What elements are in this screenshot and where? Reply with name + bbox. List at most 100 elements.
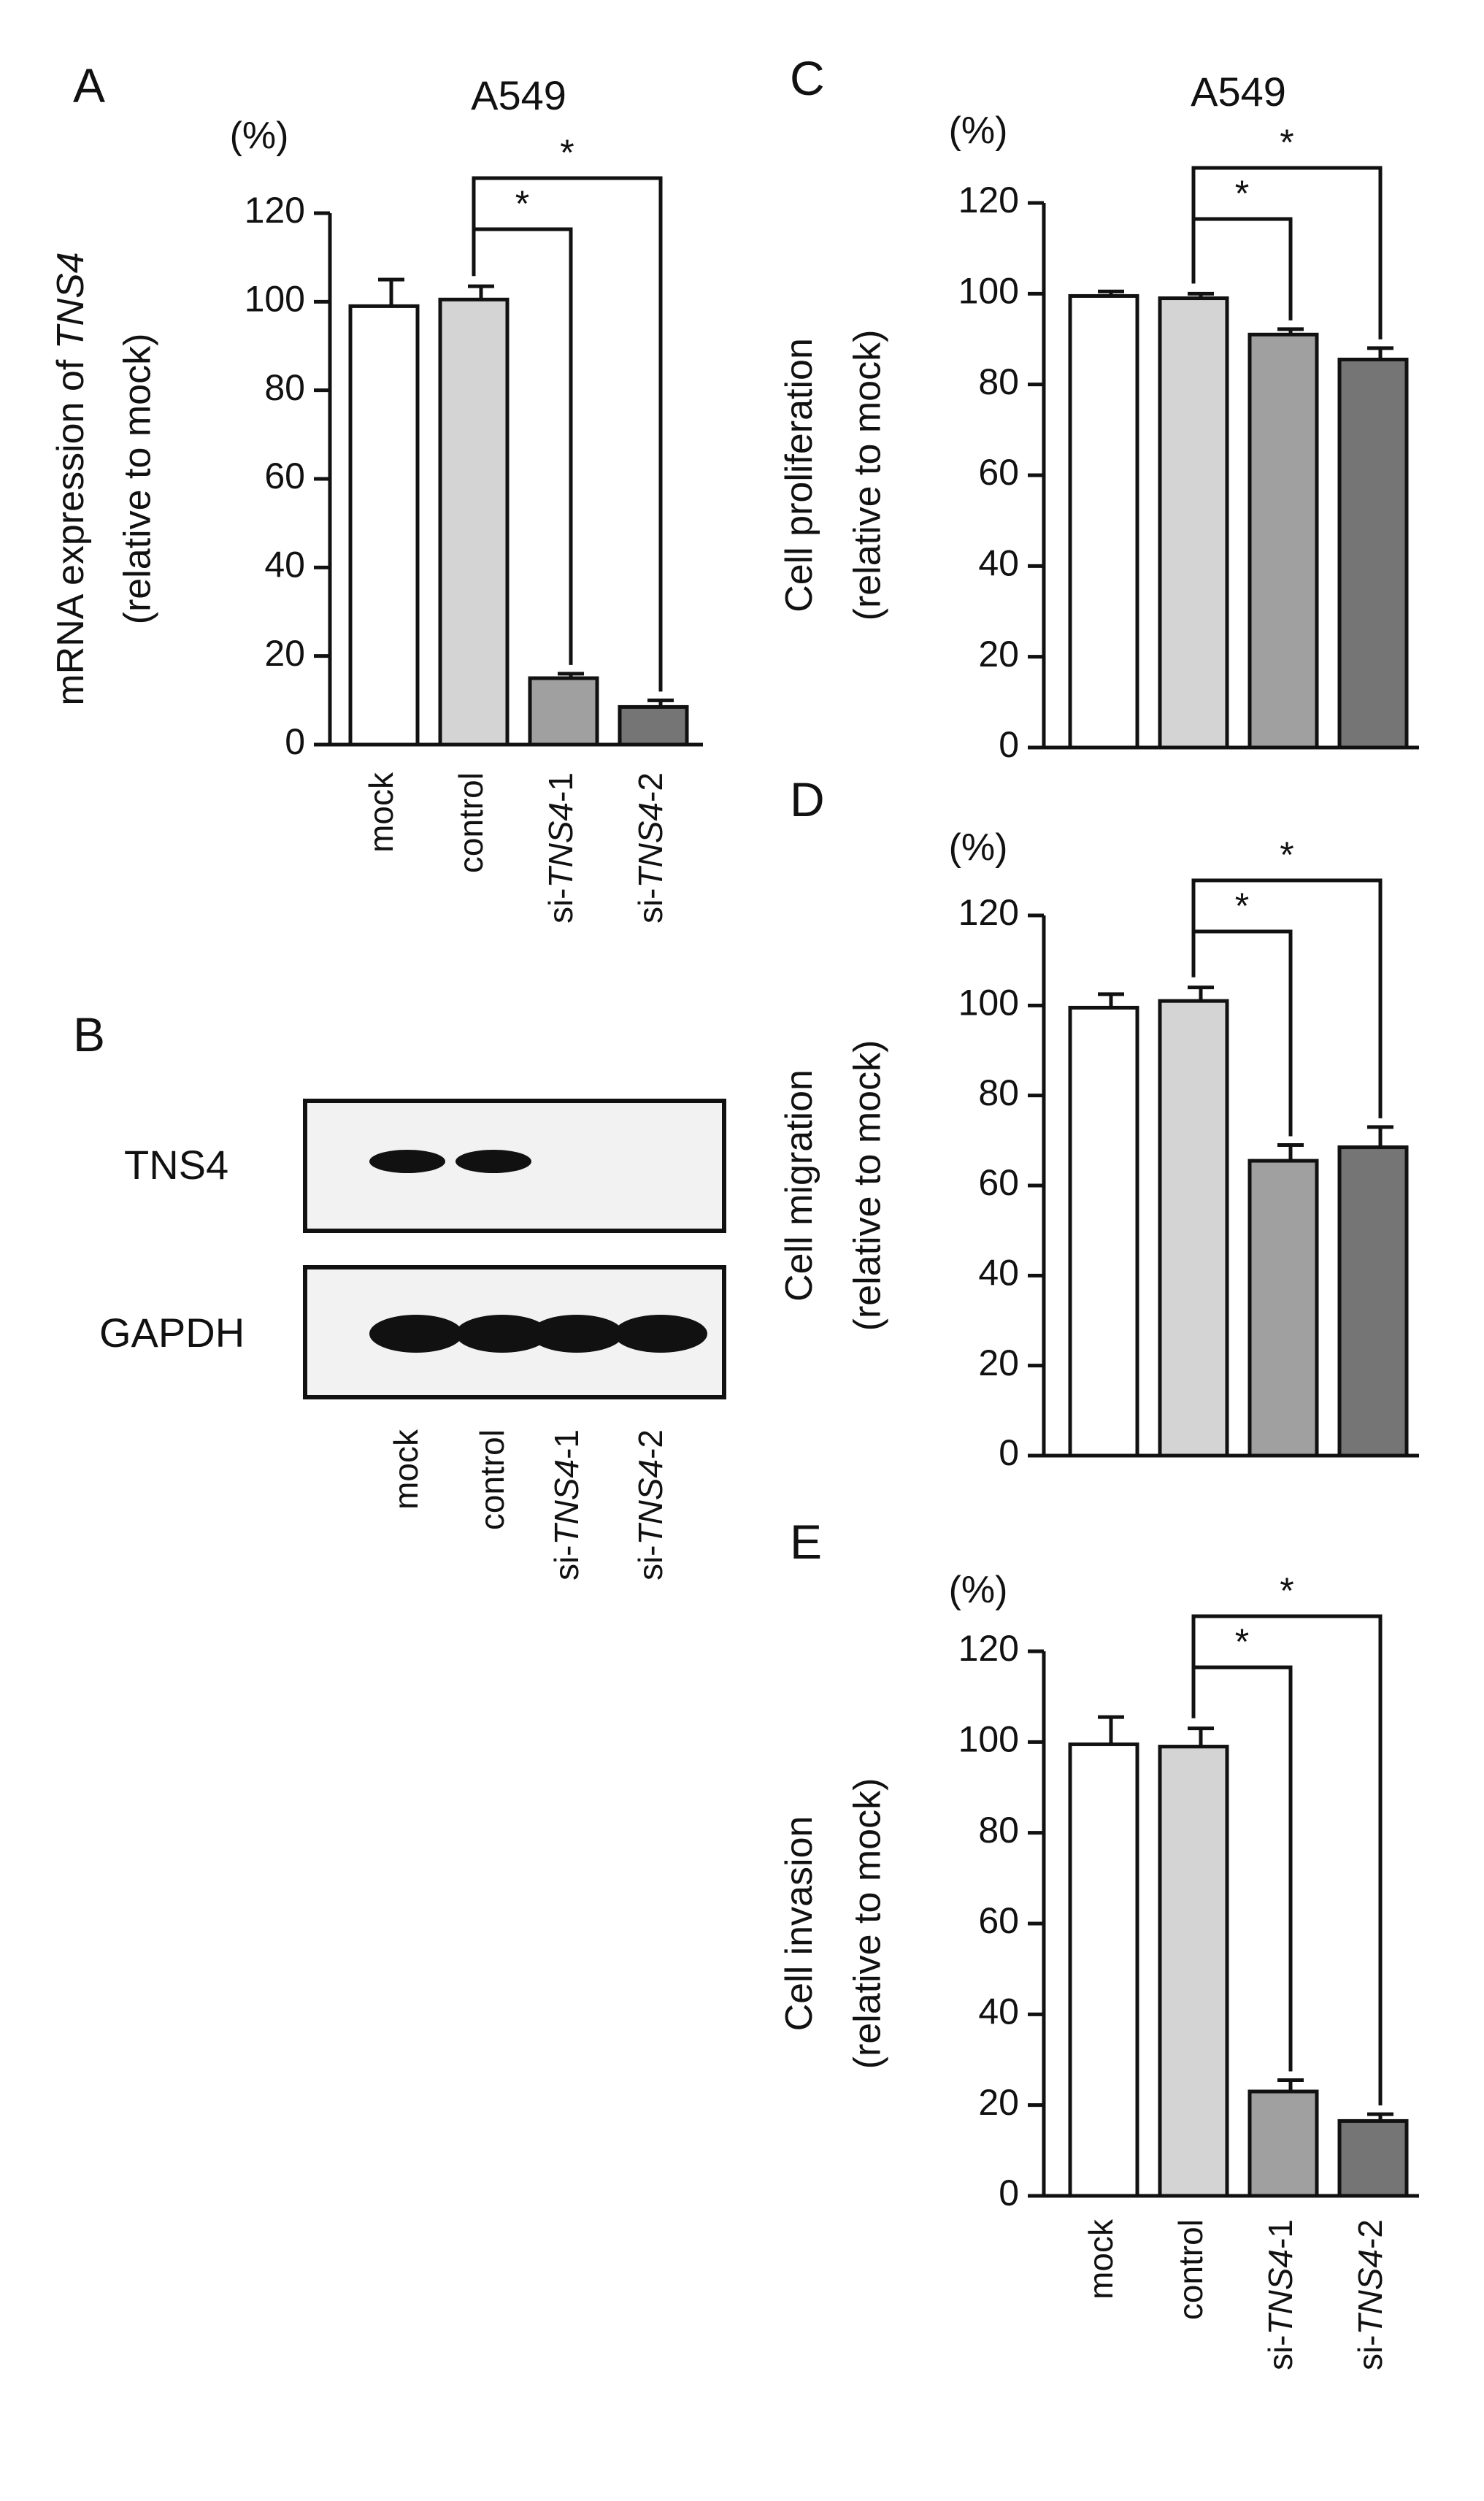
y-axis-label-secondary: (relative to mock) <box>847 1040 889 1332</box>
y-axis-label-secondary: (relative to mock) <box>117 334 159 625</box>
y-tick-label: 60 <box>264 456 305 496</box>
y-tick-label: 40 <box>978 1253 1019 1294</box>
panel-letter-B: B <box>73 1007 105 1061</box>
significance-star-0: * <box>1235 885 1249 926</box>
y-axis-label: Cell invasion <box>778 1816 820 2032</box>
blot-category-label-2-part-1: TNS4 <box>547 1459 585 1545</box>
blot-band-0-0 <box>369 1150 445 1173</box>
blot-category-label-1: control <box>473 1429 511 1530</box>
blot-band-1-3 <box>614 1315 707 1353</box>
y-tick-label: 100 <box>958 1719 1019 1760</box>
y-axis-label: Cell migration <box>778 1069 820 1302</box>
bar-3 <box>1337 2118 1409 2198</box>
blot-category-label-3-part-1: TNS4 <box>631 1459 669 1545</box>
bar-2 <box>1247 332 1319 750</box>
y-tick-label: 120 <box>958 1628 1019 1669</box>
blot-row-label-1: GAPDH <box>99 1310 245 1356</box>
category-label-2-part-0: si- <box>1261 2335 1299 2371</box>
y-tick-label: 60 <box>978 452 1019 493</box>
category-label-3-part-1: TNS4 <box>631 802 669 888</box>
y-axis-label-part-1: TNS4 <box>50 252 92 349</box>
blot-category-label-2-part-2: -1 <box>547 1429 585 1459</box>
significance-bracket-1 <box>1191 878 1383 1118</box>
bar-0 <box>1068 1005 1139 1458</box>
bar-2 <box>1247 1159 1319 1458</box>
y-axis-label-part-0: mRNA expression of <box>50 349 92 705</box>
significance-star-1: * <box>1280 1570 1293 1611</box>
y-tick-label: 60 <box>978 1162 1019 1203</box>
category-label-1-part-0: control <box>1172 2219 1210 2320</box>
y-tick-label: 0 <box>999 1432 1019 1473</box>
category-label-2-part-0: si- <box>542 888 580 924</box>
y-tick-label: 40 <box>264 545 305 585</box>
bar-1 <box>1158 999 1229 1458</box>
bar-1 <box>438 297 510 747</box>
category-label-3-part-0: si- <box>631 888 669 924</box>
y-tick-label: 100 <box>958 271 1019 312</box>
y-axis-label-secondary: (relative to mock) <box>847 1778 889 2070</box>
significance-star-0: * <box>515 183 529 224</box>
category-label-0-part-0: mock <box>1082 2218 1120 2300</box>
y-tick-label: 0 <box>285 721 305 762</box>
y-tick-label: 120 <box>958 180 1019 220</box>
chart-title: A549 <box>1191 69 1286 115</box>
bar-2 <box>1247 2089 1319 2198</box>
blot-category-label-2-part-0: si- <box>547 1545 585 1581</box>
category-label-1: control <box>1172 2219 1210 2320</box>
y-unit-label: (%) <box>949 826 1008 869</box>
bar-1 <box>1158 296 1229 750</box>
y-tick-label: 40 <box>978 1991 1019 2032</box>
category-label-3: si-TNS4-2 <box>631 772 669 923</box>
category-label-2: si-TNS4-1 <box>542 772 580 923</box>
category-label-2-part-1: TNS4 <box>1261 2249 1299 2335</box>
blot-category-label-0-part-0: mock <box>387 1429 425 1510</box>
bar-3 <box>1337 357 1409 750</box>
bar-3 <box>1337 1145 1409 1458</box>
blot-band-0-1 <box>455 1150 531 1173</box>
significance-star-0: * <box>1235 1621 1249 1662</box>
y-tick-label: 120 <box>958 892 1019 933</box>
y-tick-label: 20 <box>264 633 305 674</box>
category-label-1: control <box>452 772 490 873</box>
blot-band-1-0 <box>369 1315 463 1353</box>
significance-star-0: * <box>1235 173 1249 214</box>
blot-category-label-3-part-2: -2 <box>631 1429 669 1459</box>
category-label-3-part-0: si- <box>1351 2335 1389 2371</box>
blot-band-1-2 <box>530 1315 623 1353</box>
significance-star-1: * <box>560 132 574 173</box>
blot-category-label-3: si-TNS4-2 <box>631 1429 669 1580</box>
y-tick-label: 100 <box>958 983 1019 1023</box>
bar-0 <box>1068 1742 1139 2198</box>
y-tick-label: 80 <box>978 1810 1019 1851</box>
y-axis-label-secondary: (relative to mock) <box>847 330 889 621</box>
category-label-0: mock <box>362 772 400 853</box>
y-unit-label: (%) <box>230 115 289 157</box>
y-tick-label: 20 <box>978 634 1019 675</box>
category-label-3: si-TNS4-2 <box>1351 2219 1389 2370</box>
y-tick-label: 0 <box>999 2172 1019 2213</box>
y-unit-label: (%) <box>949 110 1008 152</box>
significance-star-1: * <box>1280 122 1293 163</box>
y-unit-label: (%) <box>949 1569 1008 1611</box>
category-label-0-part-0: mock <box>362 772 400 853</box>
y-axis-label: Cell proliferation <box>778 338 820 612</box>
category-label-2: si-TNS4-1 <box>1261 2219 1299 2370</box>
blot-band-1-1 <box>455 1315 549 1353</box>
bar-1 <box>1158 1745 1229 2198</box>
y-tick-label: 80 <box>264 367 305 408</box>
significance-bracket-1 <box>472 176 663 692</box>
blot-category-label-0: mock <box>387 1429 425 1510</box>
bar-3 <box>618 704 689 747</box>
panel-letter-E: E <box>790 1515 822 1569</box>
panel-E: E(%)Cell invasion(relative to mock)02040… <box>778 1515 1419 2370</box>
panel-D: D(%)Cell migration(relative to mock)0204… <box>778 772 1419 1473</box>
y-axis-label: mRNA expression of TNS4 <box>50 252 92 705</box>
y-axis-label-part-0: Cell migration <box>778 1069 820 1302</box>
category-label-2-part-1: TNS4 <box>542 802 580 888</box>
